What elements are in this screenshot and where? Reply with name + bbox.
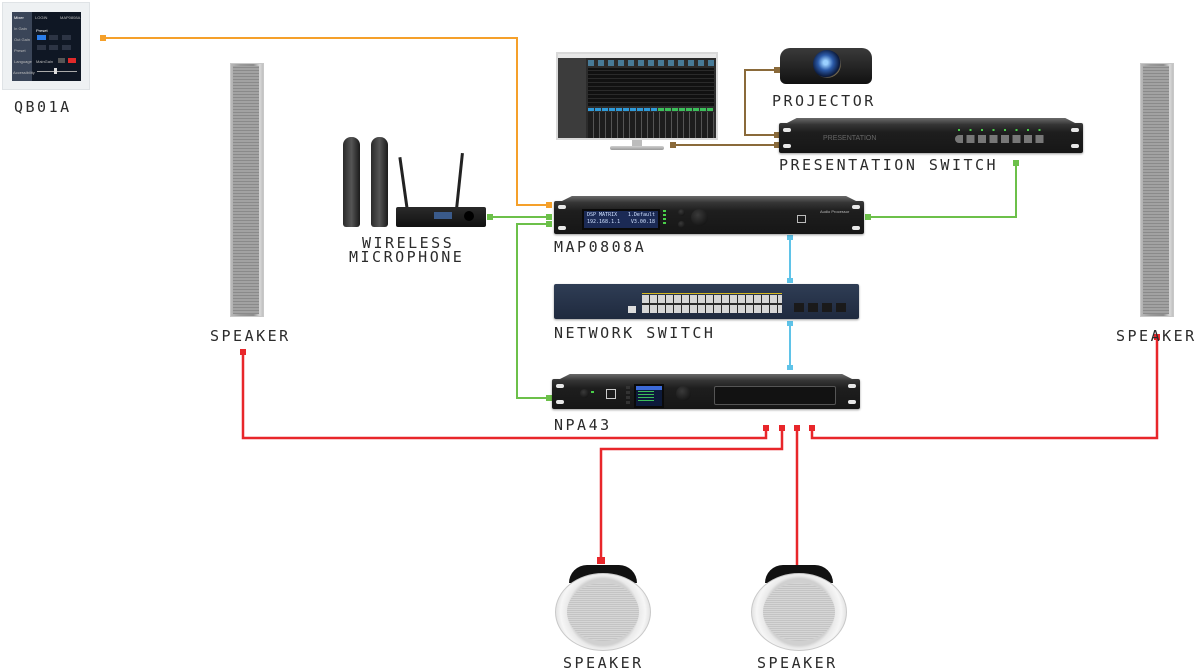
qb01a-menu-in-gain: In Gain bbox=[14, 26, 27, 31]
qb01a-menu-accessibility: Accessibility bbox=[13, 70, 35, 75]
column-speaker-right[interactable] bbox=[1140, 63, 1174, 317]
antenna-left bbox=[398, 157, 409, 209]
wire-endpoint bbox=[546, 395, 552, 401]
wire-audio-map0808a-npa43 bbox=[516, 223, 548, 399]
ceiling-speaker-2[interactable] bbox=[751, 565, 847, 651]
npa43-vent bbox=[714, 386, 836, 405]
qb01a-main-gain: MainGain bbox=[36, 59, 54, 64]
qb01a-menu-out-gain: Out Gain bbox=[14, 37, 31, 42]
wire-endpoint bbox=[787, 235, 793, 240]
network-switch-label: NETWORK SWITCH bbox=[554, 324, 716, 342]
wire-endpoint bbox=[787, 321, 793, 326]
qb01a-menu-mixer: Mixer bbox=[14, 15, 24, 20]
presentation-switch-label: PRESENTATION SWITCH bbox=[779, 156, 999, 174]
ceiling-speaker-1[interactable] bbox=[555, 565, 651, 651]
wire-endpoint bbox=[487, 214, 493, 220]
npa43-usb-port bbox=[606, 389, 616, 399]
wire-endpoint bbox=[774, 67, 780, 73]
qb01a-label: QB01A bbox=[14, 98, 72, 116]
map0808a-lcd: DSP MATRIX 1.Default 192.168.1.1 V3.00.18 bbox=[582, 209, 660, 230]
network-switch-sfp bbox=[794, 303, 850, 312]
speaker-right-label: SPEAKER bbox=[1116, 327, 1197, 345]
software-monitor[interactable] bbox=[556, 52, 718, 152]
lcd-line1-right: 1.Default bbox=[627, 212, 655, 218]
wire-endpoint bbox=[240, 349, 246, 355]
map0808a-usb-port bbox=[797, 215, 806, 223]
wire-endpoint bbox=[809, 425, 815, 431]
wire-endpoint bbox=[865, 214, 871, 220]
projector[interactable] bbox=[780, 44, 872, 84]
qb01a-header-right: MAP0808A bbox=[60, 15, 81, 20]
wire-endpoint bbox=[670, 142, 676, 148]
monitor-stand-neck bbox=[632, 140, 642, 146]
presentation-switch[interactable]: PRESENTATION bbox=[779, 118, 1083, 153]
wireless-mic-label-line1: WIRELESS bbox=[362, 234, 455, 252]
ceiling-speaker-1-label: SPEAKER bbox=[563, 654, 644, 672]
map0808a-button-lower[interactable] bbox=[678, 221, 685, 228]
qb01a-control-panel[interactable]: Mixer In Gain Out Gain Preset Language A… bbox=[2, 2, 90, 90]
lcd-line2-right: V3.00.18 bbox=[630, 219, 655, 225]
wire-endpoint bbox=[779, 425, 785, 431]
wire-endpoint bbox=[1154, 334, 1160, 340]
map0808a-rotary-knob[interactable] bbox=[691, 209, 708, 226]
wire-video-presentation-projector bbox=[744, 69, 776, 136]
npa43-rotary-knob[interactable] bbox=[676, 386, 691, 401]
qb01a-header-left: LOGIN bbox=[35, 15, 48, 20]
map0808a-label: MAP0808A bbox=[554, 238, 647, 256]
antenna-right bbox=[455, 152, 464, 210]
wire-audio-presentation-map0808a bbox=[868, 163, 1017, 218]
wire-speaker-right bbox=[810, 336, 1159, 440]
wire-endpoint bbox=[1013, 160, 1019, 166]
ceiling-speaker-2-label: SPEAKER bbox=[757, 654, 838, 672]
wire-endpoint bbox=[774, 142, 780, 148]
lcd-line2-left: 192.168.1.1 bbox=[587, 219, 621, 225]
wire-endpoint bbox=[763, 425, 769, 431]
wire-endpoint bbox=[546, 221, 552, 227]
presentation-faceplate-text: PRESENTATION bbox=[823, 135, 877, 142]
network-switch[interactable] bbox=[554, 284, 859, 319]
wire-endpoint bbox=[794, 425, 800, 431]
wire-endpoint bbox=[100, 35, 106, 41]
qb01a-screen: Mixer In Gain Out Gain Preset Language A… bbox=[12, 12, 81, 81]
map0808a-button-upper[interactable] bbox=[678, 209, 685, 216]
wire-endpoint bbox=[787, 278, 793, 283]
wire-endpoint bbox=[787, 365, 793, 370]
handheld-mic-2 bbox=[371, 137, 388, 227]
npa43-power-button[interactable] bbox=[580, 389, 589, 398]
qb01a-menu-language: Language bbox=[14, 59, 32, 64]
lcd-line1-left: DSP MATRIX bbox=[587, 212, 618, 218]
map0808a-faceplate-text: Audio Processor bbox=[820, 209, 850, 214]
speaker-left-label: SPEAKER bbox=[210, 327, 291, 345]
monitor-stand-base bbox=[610, 146, 664, 150]
wire-speaker-ceiling-1 bbox=[599, 428, 784, 562]
wire-speaker-left bbox=[241, 352, 768, 440]
monitor-screen bbox=[556, 52, 718, 140]
mic-receiver bbox=[396, 207, 486, 227]
wire-control-qb01a-map0808a bbox=[103, 37, 548, 206]
presentation-buttons bbox=[955, 135, 1047, 143]
wire-endpoint bbox=[597, 557, 605, 564]
npa43-amplifier[interactable] bbox=[552, 374, 860, 409]
qb01a-menu-preset: Preset bbox=[14, 48, 26, 53]
wire-endpoint bbox=[546, 214, 552, 220]
npa43-label: NPA43 bbox=[554, 416, 612, 434]
qb01a-preset-title: Preset bbox=[36, 28, 48, 33]
wire-endpoint bbox=[774, 132, 780, 138]
projector-lens bbox=[813, 50, 841, 78]
wire-endpoint bbox=[546, 202, 552, 208]
projector-label: PROJECTOR bbox=[772, 92, 876, 110]
wireless-mic-label-line2: MICROPHONE bbox=[349, 248, 465, 266]
column-speaker-left[interactable] bbox=[230, 63, 264, 317]
handheld-mic-1 bbox=[343, 137, 360, 227]
wireless-microphone[interactable] bbox=[340, 135, 490, 230]
